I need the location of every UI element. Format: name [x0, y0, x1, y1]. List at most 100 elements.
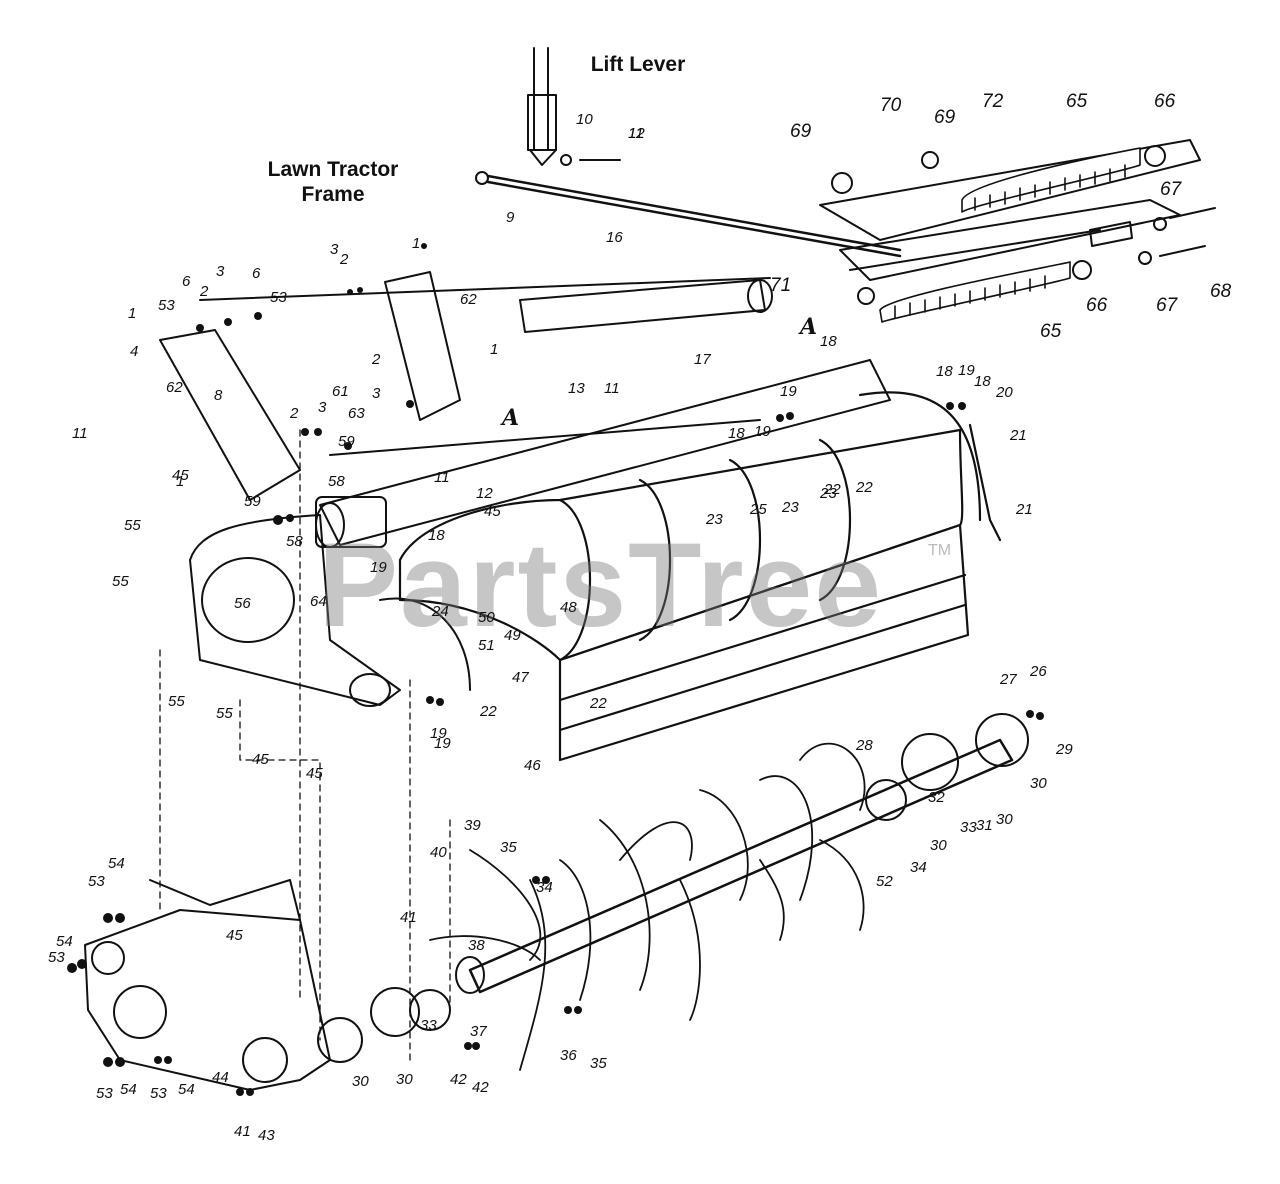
callout-30: 30 [930, 837, 947, 854]
callout-65: 65 [1066, 91, 1088, 112]
callout-58: 58 [286, 533, 303, 550]
callout-62: 62 [166, 379, 183, 396]
callout-40: 40 [430, 844, 447, 861]
callout-54: 54 [178, 1081, 195, 1098]
callout-11: 11 [72, 425, 88, 442]
callout-18: 18 [820, 333, 837, 350]
callout-22: 22 [590, 695, 607, 712]
callout-11: 11 [628, 125, 644, 142]
callout-18: 18 [936, 363, 953, 380]
callout-51: 51 [478, 637, 495, 654]
spring-bracket [819, 139, 1201, 281]
callout-33: 33 [960, 819, 977, 836]
callout-52: 52 [876, 873, 893, 890]
callout-45: 45 [306, 765, 323, 782]
callout-26: 26 [1030, 663, 1047, 680]
tines [429, 742, 866, 1071]
callout-1: 1 [128, 305, 137, 322]
callout-13: 13 [568, 380, 585, 397]
callout-54: 54 [108, 855, 125, 872]
callout-35: 35 [500, 839, 517, 856]
callout-3: 3 [372, 385, 381, 402]
callout-24: 24 [432, 603, 449, 620]
main-shaft-tube [315, 359, 891, 548]
tine-shield [398, 391, 1002, 762]
callout-22: 22 [856, 479, 873, 496]
callout-67: 67 [1160, 179, 1182, 200]
callout-55: 55 [216, 705, 233, 722]
callout-25: 25 [750, 501, 767, 518]
callout-29: 29 [1056, 741, 1073, 758]
callout-2: 2 [340, 251, 349, 268]
callout-22: 22 [480, 703, 497, 720]
spring-65-lower [879, 261, 1071, 323]
callout-69: 69 [934, 107, 956, 128]
callout-3: 3 [216, 263, 225, 280]
callout-41: 41 [400, 909, 417, 926]
callout-45: 45 [252, 751, 269, 768]
callout-3: 3 [318, 399, 327, 416]
callout-11: 11 [604, 380, 620, 397]
callout-19: 19 [754, 423, 771, 440]
tine-shaft [455, 738, 1014, 994]
reference-mark-a: A [502, 405, 520, 431]
callout-41: 41 [234, 1123, 251, 1140]
callout-20: 20 [996, 384, 1013, 401]
callout-39: 39 [464, 817, 481, 834]
callout-12: 12 [628, 125, 645, 142]
callout-2: 2 [200, 283, 209, 300]
callout-62: 62 [460, 291, 477, 308]
callout-66: 66 [1086, 295, 1108, 316]
callout-67: 67 [1156, 295, 1178, 316]
callout-4: 4 [130, 343, 139, 360]
callout-21: 21 [1010, 427, 1027, 444]
callout-30: 30 [1030, 775, 1047, 792]
frame-heading-line2: Frame [301, 183, 365, 206]
callout-34: 34 [536, 879, 553, 896]
callout-53: 53 [158, 297, 175, 314]
callout-36: 36 [560, 1047, 577, 1064]
callout-45: 45 [226, 927, 243, 944]
callout-42: 42 [472, 1079, 489, 1096]
callout-18: 18 [428, 527, 445, 544]
callout-33: 33 [420, 1017, 437, 1034]
callout-34: 34 [910, 859, 927, 876]
callout-53: 53 [96, 1085, 113, 1102]
callout-53: 53 [88, 873, 105, 890]
callout-2: 2 [372, 351, 381, 368]
callout-72: 72 [982, 91, 1004, 112]
callout-16: 16 [606, 229, 623, 246]
callout-12: 12 [476, 485, 493, 502]
callout-54: 54 [56, 933, 73, 950]
cross-tube-16 [199, 277, 773, 456]
callout-66: 66 [1154, 91, 1176, 112]
callout-59: 59 [244, 493, 261, 510]
callout-47: 47 [512, 669, 529, 686]
callout-45: 45 [172, 467, 189, 484]
callout-21: 21 [1016, 501, 1033, 518]
callout-59: 59 [338, 433, 355, 450]
callout-8: 8 [214, 387, 223, 404]
callout-19: 19 [958, 362, 975, 379]
callout-30: 30 [352, 1073, 369, 1090]
callout-71: 71 [770, 275, 792, 296]
callout-6: 6 [182, 273, 191, 290]
callout-65: 65 [1040, 321, 1062, 342]
callout-11: 11 [434, 469, 450, 486]
callout-48: 48 [560, 599, 577, 616]
callout-6: 6 [252, 265, 261, 282]
callout-56: 56 [234, 595, 251, 612]
callout-31: 31 [976, 817, 993, 834]
callout-46: 46 [524, 757, 541, 774]
callout-1: 1 [412, 235, 421, 252]
lift-rod-13 [475, 154, 902, 258]
callout-1: 1 [176, 473, 185, 490]
callout-32: 32 [928, 789, 945, 806]
callout-55: 55 [168, 693, 185, 710]
callout-58: 58 [328, 473, 345, 490]
callout-54: 54 [120, 1081, 137, 1098]
callout-28: 28 [856, 737, 873, 754]
callout-19: 19 [434, 735, 451, 752]
